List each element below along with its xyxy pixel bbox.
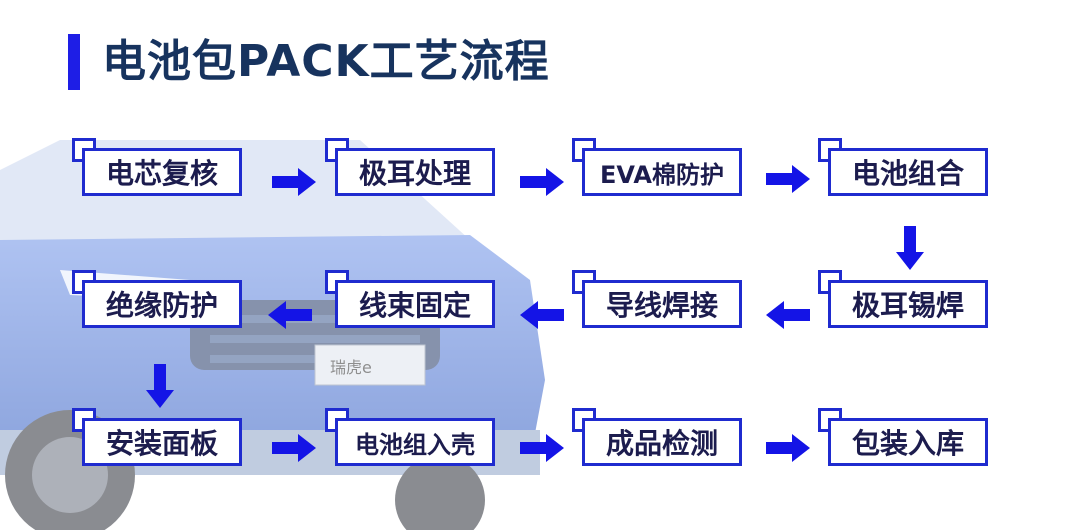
arrow-left-icon [766, 301, 810, 329]
page-title: 电池包PACK工艺流程 [102, 36, 550, 87]
step-label: 极耳处理 [335, 148, 495, 196]
arrow-right-icon [766, 165, 810, 193]
step-label: 电池组入壳 [335, 418, 495, 466]
step-label: EVA棉防护 [582, 148, 742, 196]
step-label: 安装面板 [82, 418, 242, 466]
arrow-right-icon [272, 434, 316, 462]
step-label: 绝缘防护 [82, 280, 242, 328]
step-cell-verification: 电芯复核 [72, 138, 242, 196]
step-harness-fixing: 线束固定 [325, 270, 495, 328]
arrow-left-icon [520, 301, 564, 329]
step-inspection: 成品检测 [572, 408, 742, 466]
step-label: 电芯复核 [82, 148, 242, 196]
title-accent-bar [68, 34, 80, 90]
step-label: 包装入库 [828, 418, 988, 466]
arrow-right-icon [520, 168, 564, 196]
step-tab-soldering: 极耳锡焊 [818, 270, 988, 328]
step-wire-welding: 导线焊接 [572, 270, 742, 328]
step-packaging: 包装入库 [818, 408, 988, 466]
arrow-left-icon [268, 301, 312, 329]
step-label: 极耳锡焊 [828, 280, 988, 328]
step-tab-processing: 极耳处理 [325, 138, 495, 196]
step-eva-protection: EVA棉防护 [572, 138, 742, 196]
arrow-right-icon [272, 168, 316, 196]
arrow-right-icon [520, 434, 564, 462]
step-casing: 电池组入壳 [325, 408, 495, 466]
step-panel-install: 安装面板 [72, 408, 242, 466]
step-label: 导线焊接 [582, 280, 742, 328]
arrow-down-icon [146, 364, 174, 408]
step-insulation: 绝缘防护 [72, 270, 242, 328]
car-badge-text: 瑞虎e [330, 358, 372, 377]
arrow-right-icon [766, 434, 810, 462]
step-label: 线束固定 [335, 280, 495, 328]
step-label: 电池组合 [828, 148, 988, 196]
step-battery-assembly: 电池组合 [818, 138, 988, 196]
arrow-down-icon [896, 226, 924, 270]
step-label: 成品检测 [582, 418, 742, 466]
